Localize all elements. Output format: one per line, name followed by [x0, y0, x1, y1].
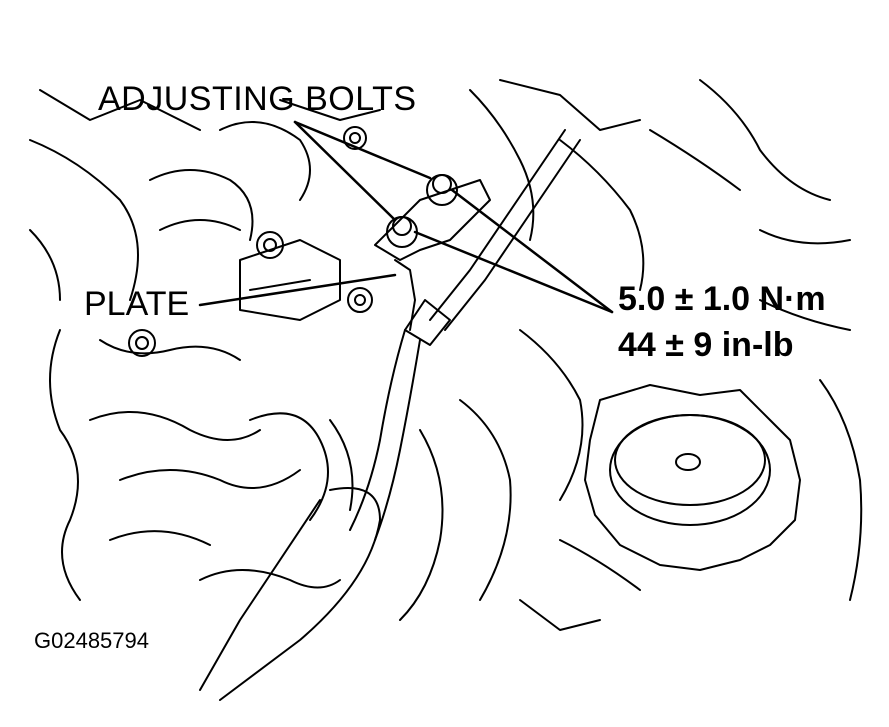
leader-bolts-to-lower-bolt	[293, 120, 397, 222]
leader-plate	[198, 273, 397, 307]
leader-bolts-to-upper-bolt	[293, 120, 432, 180]
leader-torque-to-upper-bolt	[450, 188, 614, 314]
adjusting-plate	[374, 174, 491, 331]
cable-assembly	[199, 129, 581, 701]
background-bolts	[128, 126, 373, 357]
leader-lines	[198, 120, 614, 314]
torque-inlb-label: 44 ± 9 in-lb	[618, 326, 794, 364]
adjusting-bolts-label: ADJUSTING BOLTS	[98, 80, 417, 118]
engine-background-lines	[29, 79, 863, 631]
reservoir-cap	[584, 384, 801, 571]
plate-label: PLATE	[84, 285, 190, 323]
figure-code-label: G02485794	[34, 628, 149, 653]
torque-nm-label: 5.0 ± 1.0 N·m	[618, 280, 826, 318]
leader-torque-to-lower-bolt	[413, 230, 614, 314]
